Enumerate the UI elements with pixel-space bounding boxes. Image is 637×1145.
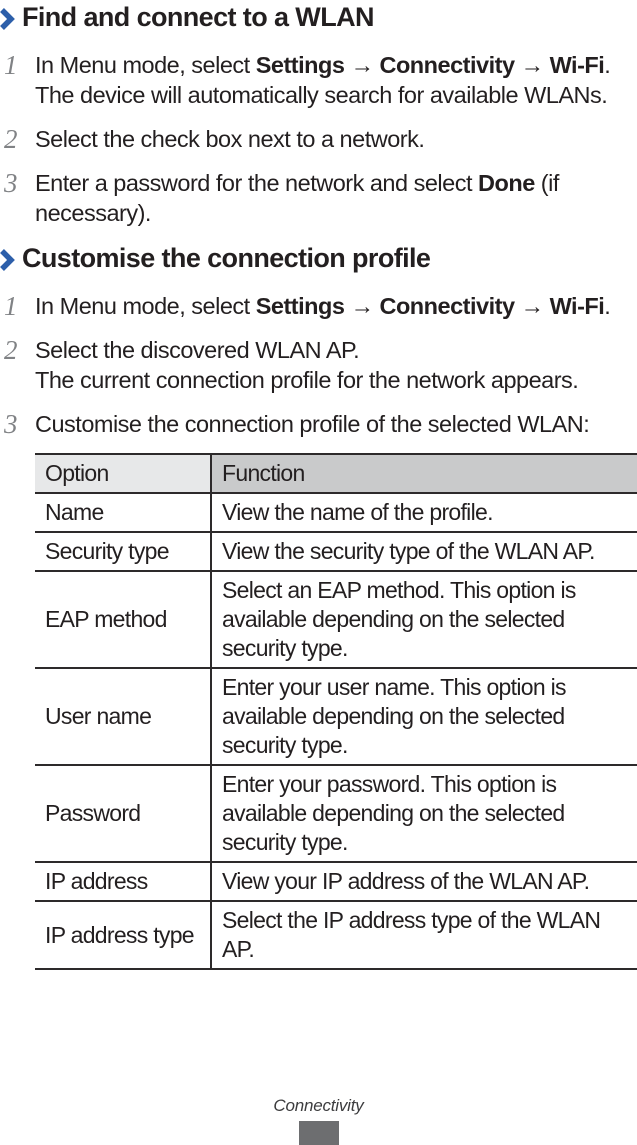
chevron-right-icon xyxy=(0,242,22,279)
table-row: IP address View your IP address of the W… xyxy=(35,861,637,901)
function-cell: Select an EAP method. This option is ava… xyxy=(211,570,637,668)
step-text: In Menu mode, select Settings → Connecti… xyxy=(35,52,611,108)
function-cell: View the security type of the WLAN AP. xyxy=(211,531,637,571)
chevron-right-icon xyxy=(0,1,22,38)
step-number: 3 xyxy=(4,168,18,198)
table-row: Password Enter your password. This optio… xyxy=(35,764,637,862)
step-item: 3 Enter a password for the network and s… xyxy=(0,168,637,228)
step-text: In Menu mode, select Settings → Connecti… xyxy=(35,293,611,319)
option-cell: Password xyxy=(35,764,212,862)
page-number-box xyxy=(298,1121,339,1145)
option-cell: EAP method xyxy=(35,570,212,668)
option-cell: Security type xyxy=(35,531,212,571)
step-number: 1 xyxy=(4,50,18,80)
step-number: 2 xyxy=(4,335,18,365)
step-item: 1 In Menu mode, select Settings → Connec… xyxy=(0,50,637,110)
option-cell: Name xyxy=(35,492,212,532)
table-row: User name Enter your user name. This opt… xyxy=(35,667,637,765)
function-header-cell: Function xyxy=(211,453,637,493)
function-cell: Enter your password. This option is avai… xyxy=(211,764,637,862)
step-text: Select the check box next to a network. xyxy=(35,126,425,152)
table-row: EAP method Select an EAP method. This op… xyxy=(35,570,637,668)
section-heading: Customise the connection profile xyxy=(0,242,637,279)
step-item: 2 Select the check box next to a network… xyxy=(0,124,637,154)
option-cell: IP address xyxy=(35,861,212,901)
function-cell: Enter your user name. This option is ava… xyxy=(211,667,637,765)
option-cell: User name xyxy=(35,667,212,765)
table-row: Security type View the security type of … xyxy=(35,531,637,571)
table-header-row: Option Function xyxy=(35,453,637,493)
function-cell: Select the IP address type of the WLAN A… xyxy=(211,900,637,969)
section-find-and-connect: Find and connect to a WLAN 1 In Menu mod… xyxy=(0,1,637,228)
option-header-cell: Option xyxy=(35,453,212,493)
step-list: 1 In Menu mode, select Settings → Connec… xyxy=(0,50,637,228)
step-number: 1 xyxy=(4,291,18,321)
section-heading: Find and connect to a WLAN xyxy=(0,1,637,38)
table-row: Name View the name of the profile. xyxy=(35,492,637,532)
function-cell: View the name of the profile. xyxy=(211,492,637,532)
option-cell: IP address type xyxy=(35,900,212,969)
step-item: 3 Customise the connection profile of th… xyxy=(0,409,637,439)
step-item: 2 Select the discovered WLAN AP.The curr… xyxy=(0,335,637,395)
table-row: IP address type Select the IP address ty… xyxy=(35,900,637,969)
step-item: 1 In Menu mode, select Settings → Connec… xyxy=(0,291,637,321)
section-heading-text: Customise the connection profile xyxy=(22,243,431,273)
step-number: 3 xyxy=(4,409,18,439)
footer-chapter-label: Connectivity xyxy=(273,1096,364,1115)
step-text: Customise the connection profile of the … xyxy=(35,411,590,437)
step-number: 2 xyxy=(4,124,18,154)
step-text: Enter a password for the network and sel… xyxy=(35,170,559,226)
step-text: Select the discovered WLAN AP.The curren… xyxy=(35,337,579,393)
step-list: 1 In Menu mode, select Settings → Connec… xyxy=(0,291,637,439)
section-customise-profile: Customise the connection profile 1 In Me… xyxy=(0,242,637,970)
options-table: Option Function Name View the name of th… xyxy=(35,453,637,970)
section-heading-text: Find and connect to a WLAN xyxy=(22,2,374,32)
function-cell: View your IP address of the WLAN AP. xyxy=(211,861,637,901)
